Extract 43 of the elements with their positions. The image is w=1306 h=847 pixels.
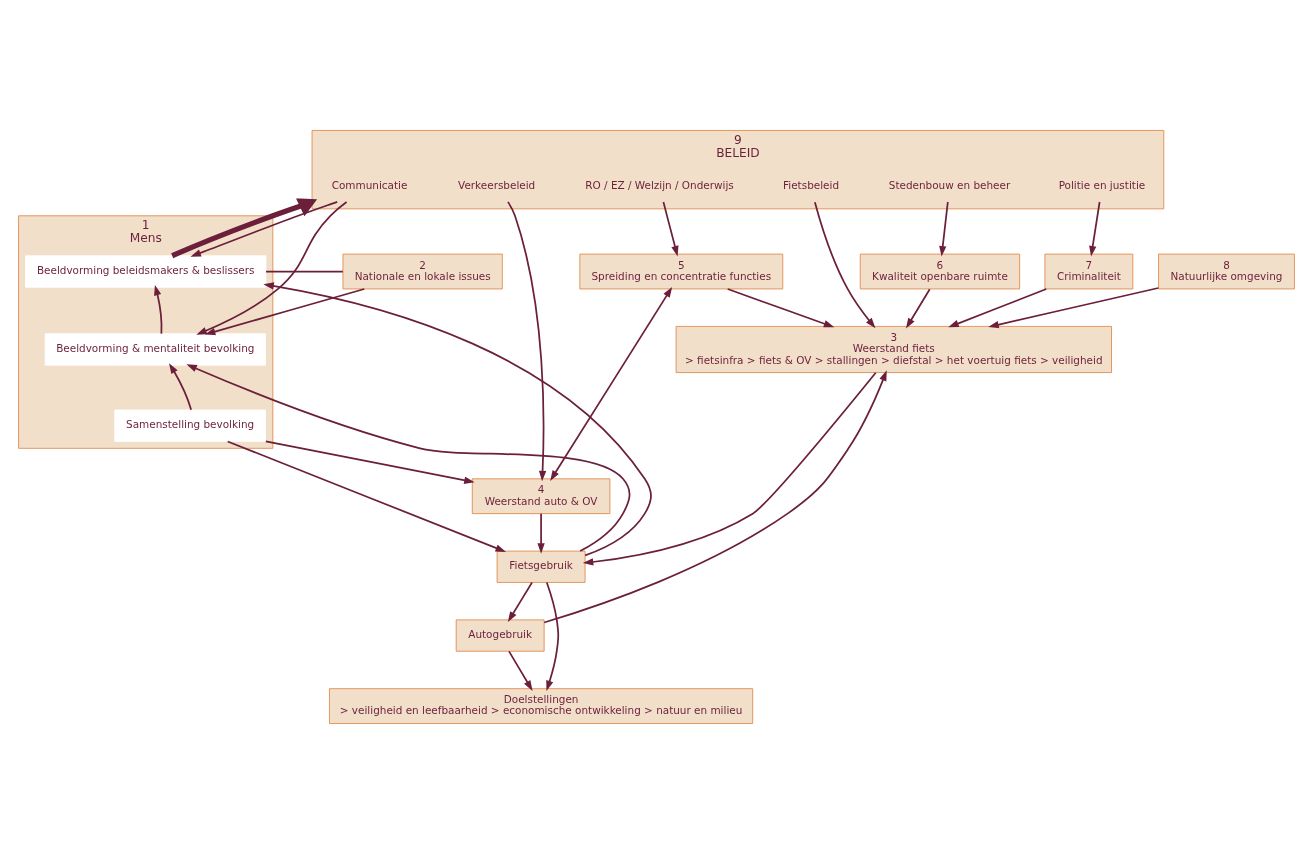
- node-box: Doelstellingen > veiligheid en leefbaarheid > economische ontwikkeling > natuur en milieu: [329, 688, 754, 724]
- node-text: Stedenbouw en beheer: [888, 178, 1011, 191]
- arrow: [948, 288, 1048, 328]
- node-box: 2 Nationale en lokale issues: [342, 253, 503, 290]
- node-box: 7 Criminaliteit: [1044, 253, 1134, 290]
- arrow: [154, 284, 163, 335]
- node-text: RO / EZ / Welzijn / Onderwijs: [585, 178, 734, 191]
- arrow: [190, 201, 339, 257]
- node-box: 4 Weerstand auto & OV: [471, 478, 611, 515]
- arrow: [726, 288, 835, 328]
- arrow: [226, 440, 506, 552]
- node-box: Beeldvorming beleidsmakers & beslissers: [25, 255, 267, 288]
- node-box: Samenstelling bevolking: [114, 409, 266, 442]
- arrow: [543, 370, 887, 624]
- node-box: 5 Spreiding en concentratie functies: [579, 253, 784, 290]
- arrow: [537, 512, 545, 554]
- node-text: Communicatie: [331, 178, 408, 191]
- arrow: [169, 363, 192, 411]
- arrow: [508, 650, 533, 691]
- node-box: 3 Weerstand fiets > fietsinfra > fiets & OV > stallingen > diefstal > het voertuig fiets > veiligheid: [675, 325, 1112, 373]
- arrow: [1089, 201, 1101, 257]
- node-text: Verkeersbeleid: [458, 178, 536, 191]
- arrow: [204, 288, 366, 336]
- connector: [265, 270, 344, 273]
- node-box: Fietsgebruik: [496, 550, 586, 583]
- node-text: Politie en justitie: [1058, 178, 1146, 191]
- node-box: 6 Kwaliteit openbare ruimte: [859, 253, 1021, 290]
- arrow: [939, 201, 949, 257]
- node-text: Fietsbeleid: [783, 178, 840, 191]
- arrow: [545, 581, 560, 691]
- arrow: [263, 282, 652, 557]
- arrow: [905, 288, 931, 329]
- arrow: [186, 364, 631, 552]
- arrow: [582, 371, 877, 566]
- arrow: [507, 581, 533, 623]
- arrow: [196, 201, 348, 335]
- node-box: 8 Natuurlijke omgeving: [1158, 253, 1295, 290]
- arrow: [265, 440, 475, 484]
- node-box: Beeldvorming & mentaliteit bevolking: [44, 333, 266, 366]
- arrow: [988, 287, 1160, 329]
- arrow: [171, 198, 318, 259]
- node-box: Autogebruik: [455, 619, 545, 652]
- arrow: [550, 286, 673, 481]
